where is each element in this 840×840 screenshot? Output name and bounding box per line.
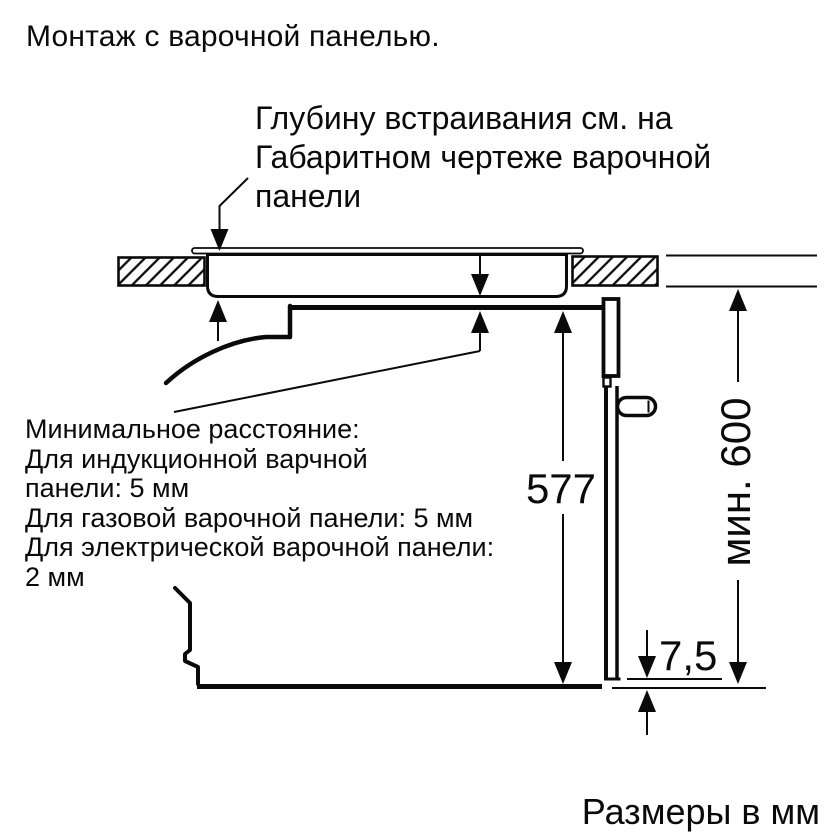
dimension-label-577: 577	[525, 465, 597, 512]
clearance-arrow-up-with-leader	[173, 311, 489, 413]
countertop-left-section	[117, 256, 206, 287]
embed-depth-leader	[210, 177, 249, 251]
hob-depth-arrow-up	[209, 300, 227, 341]
oven-door-handle	[615, 395, 658, 418]
min-distance-note: Минимальное расстояние: Для индукционной…	[25, 414, 495, 592]
clearance-arrow-down	[471, 256, 489, 296]
oven	[163, 297, 658, 689]
oven-front-notch	[602, 376, 612, 388]
hob-tub	[206, 253, 568, 298]
countertop-right-section	[571, 255, 659, 287]
dimension-min-600	[729, 289, 747, 684]
hob	[191, 247, 584, 298]
countertop	[117, 254, 817, 288]
dimension-7-5	[612, 630, 766, 735]
page-title: Монтаж с варочной панелью.	[26, 20, 440, 53]
hob-top-lip	[191, 247, 584, 255]
dimension-label-7-5: 7,5	[659, 632, 718, 679]
oven-control-panel	[601, 297, 621, 378]
dimension-label-min-600: мин. 600	[712, 397, 759, 567]
min-distance-leader	[173, 350, 481, 413]
embed-depth-note: Глубину встраивания см. на Габаритном че…	[255, 100, 712, 214]
dimension-577	[554, 311, 572, 684]
oven-top-front-step	[163, 303, 293, 386]
oven-left-profile	[173, 586, 200, 686]
units-note: Размеры в мм	[581, 791, 820, 832]
